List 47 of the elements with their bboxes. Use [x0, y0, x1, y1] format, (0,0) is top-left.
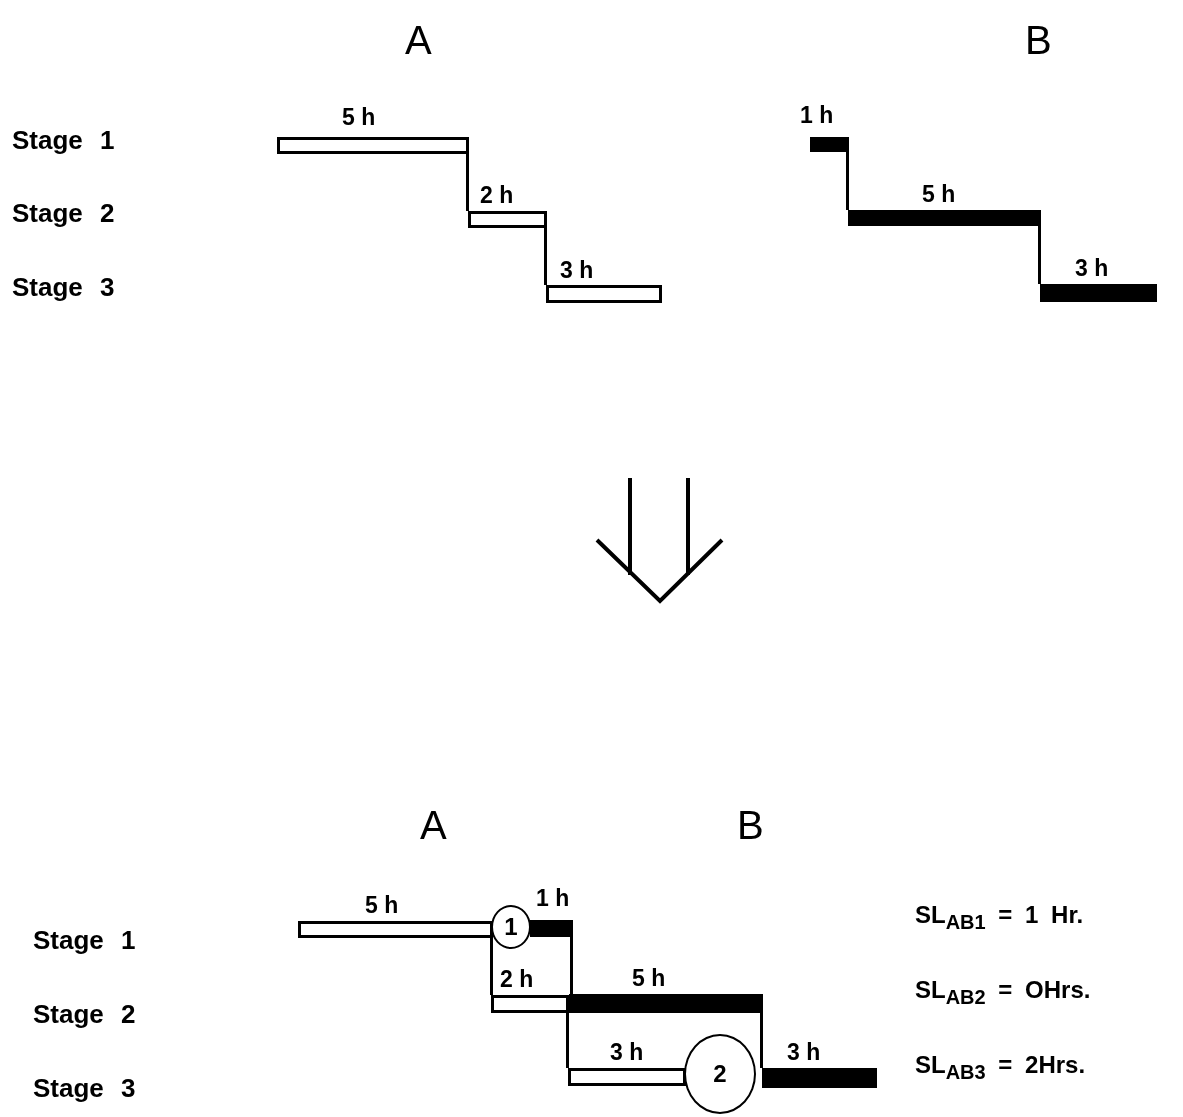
filled-bar	[569, 994, 763, 1013]
duration-label: 3 h	[787, 1041, 821, 1064]
filled-bar	[848, 210, 1041, 226]
filled-bar	[530, 920, 573, 937]
stage-label: Stage 3	[12, 274, 115, 300]
numbered-circle: 1	[491, 905, 531, 949]
column-heading: A	[405, 20, 432, 60]
duration-label: 1 h	[536, 887, 570, 910]
outlined-bar	[546, 285, 662, 303]
outlined-bar	[277, 137, 469, 154]
column-heading: B	[1025, 20, 1052, 60]
stage-label: Stage 3	[33, 1075, 136, 1101]
outlined-bar	[568, 1068, 686, 1086]
duration-label: 2 h	[500, 968, 534, 991]
duration-label: 5 h	[342, 106, 376, 129]
duration-label: 3 h	[1075, 257, 1109, 280]
filled-bar	[1040, 284, 1157, 302]
slack-equation: SL$_{AB2}$ = OHrs.	[915, 978, 1091, 1007]
duration-label: 5 h	[365, 894, 399, 917]
connector-line	[760, 1013, 763, 1068]
column-heading: A	[420, 805, 447, 845]
stage-label: Stage 1	[33, 927, 136, 953]
outlined-bar	[468, 211, 547, 228]
connector-line	[466, 154, 469, 211]
duration-label: 5 h	[632, 967, 666, 990]
stage-label: Stage 2	[33, 1001, 136, 1027]
duration-label: 3 h	[610, 1041, 644, 1064]
duration-label: 3 h	[560, 259, 594, 282]
outlined-bar	[298, 921, 493, 938]
connector-line	[566, 1013, 569, 1068]
slack-equation: SL$_{AB3}$ = 2Hrs.	[915, 1053, 1086, 1082]
connector-line	[1038, 226, 1041, 284]
slack-equation: SL$_{AB1}$ = 1 Hr.	[915, 903, 1084, 932]
connector-line	[570, 937, 573, 994]
connector-line	[846, 152, 849, 210]
column-heading: B	[737, 805, 764, 845]
duration-label: 5 h	[922, 183, 956, 206]
stage-label: Stage 1	[12, 127, 115, 153]
duration-label: 1 h	[800, 104, 834, 127]
filled-bar	[810, 137, 849, 152]
stage-label: Stage 2	[12, 200, 115, 226]
duration-label: 2 h	[480, 184, 514, 207]
numbered-circle: 2	[684, 1034, 756, 1114]
connector-line	[490, 938, 493, 995]
outlined-bar	[491, 995, 569, 1013]
filled-bar	[762, 1068, 877, 1088]
connector-line	[544, 228, 547, 285]
